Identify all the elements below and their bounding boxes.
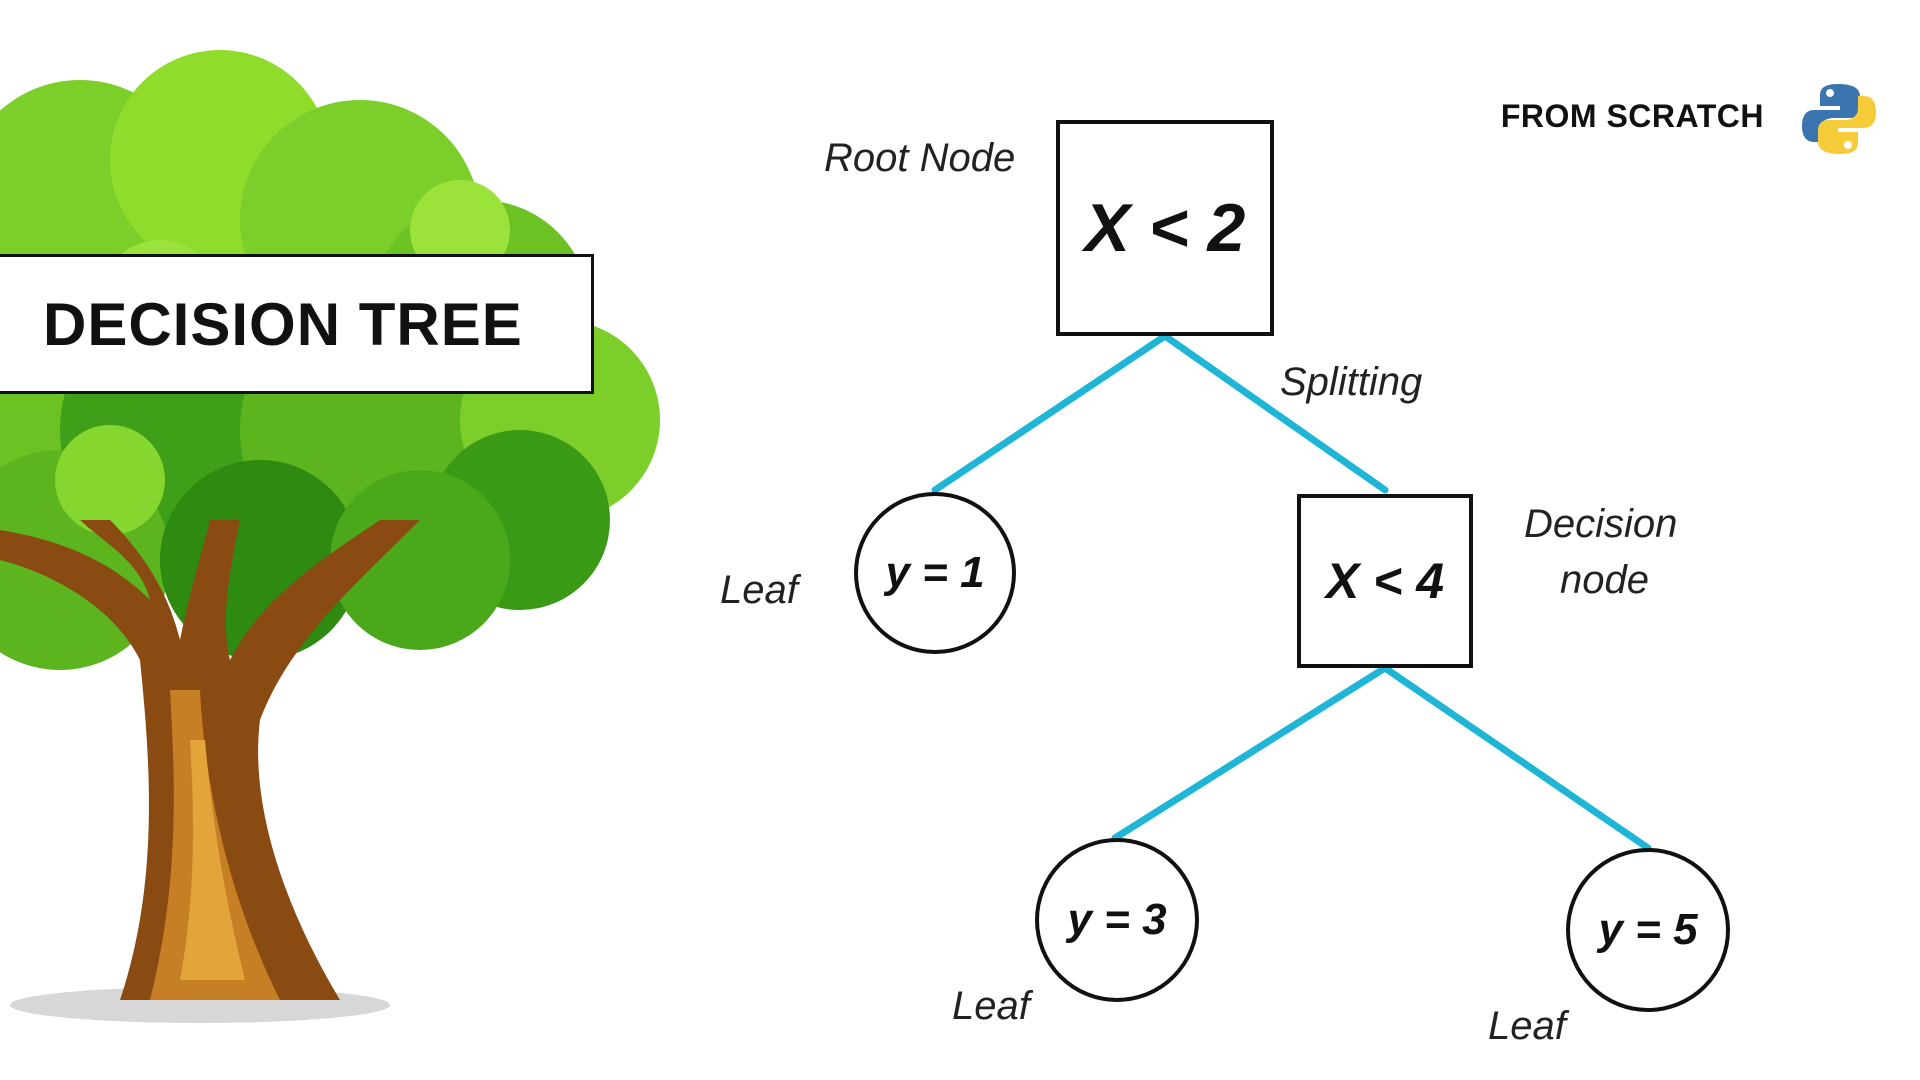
root-node-label: Root Node bbox=[824, 136, 1016, 180]
decision-node: X < 4 bbox=[1297, 494, 1473, 668]
leaf-node-y1-text: y = 1 bbox=[885, 548, 985, 597]
python-logo-icon bbox=[1802, 84, 1876, 154]
edge-root-decision bbox=[1161, 332, 1389, 494]
leaf-label-3: Leaf bbox=[952, 984, 1030, 1028]
brand-label: FROM SCRATCH bbox=[1500, 98, 1764, 134]
root-node: X < 2 bbox=[1056, 120, 1274, 336]
tree-trunk bbox=[0, 520, 420, 1000]
decision-node-label-line1: Decision bbox=[1524, 502, 1678, 546]
leaf-node-y5: y = 5 bbox=[1566, 848, 1730, 1012]
leaf-label-1: Leaf bbox=[720, 568, 798, 612]
leaf-node-y3: y = 3 bbox=[1035, 838, 1199, 1002]
edge-root-leaf1 bbox=[931, 332, 1169, 494]
page-title: DECISION TREE bbox=[43, 290, 523, 358]
leaf-node-y3-text: y = 3 bbox=[1067, 895, 1167, 944]
title-banner: DECISION TREE bbox=[0, 254, 594, 394]
leaf-label-5: Leaf bbox=[1488, 1004, 1566, 1048]
leaf-node-y5-text: y = 5 bbox=[1598, 905, 1698, 954]
edge-decision-leaf3 bbox=[1111, 664, 1389, 842]
decision-node-text: X < 4 bbox=[1325, 553, 1445, 609]
edge-decision-leaf5 bbox=[1381, 664, 1652, 852]
root-node-text: X < 2 bbox=[1084, 190, 1246, 266]
decision-node-label-line2: node bbox=[1560, 558, 1649, 602]
splitting-label: Splitting bbox=[1280, 360, 1423, 404]
leaf-node-y1: y = 1 bbox=[854, 492, 1016, 654]
